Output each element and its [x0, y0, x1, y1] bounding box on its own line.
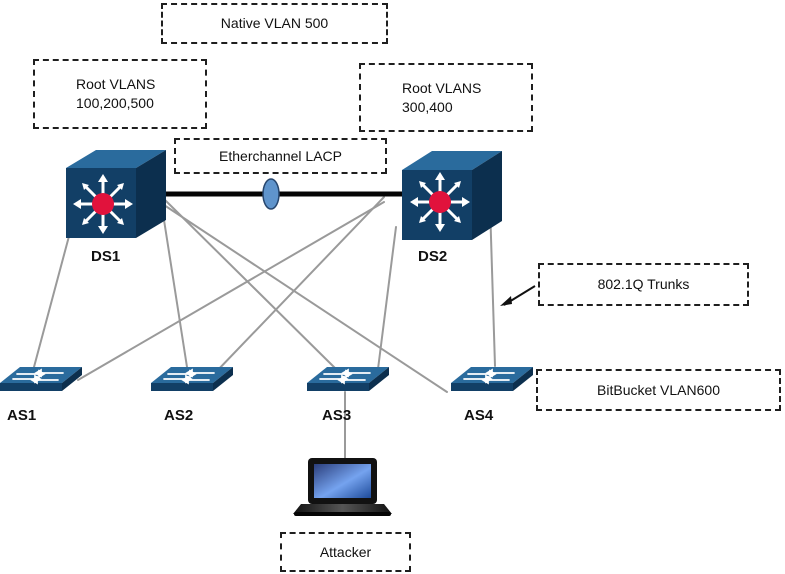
root-vlans-ds2-title: Root VLANS	[402, 79, 482, 96]
trunk-arrow	[500, 285, 536, 306]
multilayer-switch-icon-ds2	[402, 151, 502, 240]
attacker-text: Attacker	[319, 543, 372, 560]
bitbucket-note: BitBucket VLAN600	[536, 369, 781, 411]
etherchannel-bundle-icon	[262, 178, 280, 210]
as1-label: AS1	[7, 407, 37, 424]
link-ds2-as4	[489, 204, 496, 367]
switch-icon-as3	[307, 367, 389, 391]
attacker-note: Attacker	[280, 532, 411, 572]
switch-icon-as1	[0, 367, 82, 391]
root-vlans-ds1-note: Root VLANS 100,200,500	[33, 59, 207, 129]
link-ds1-as1	[33, 224, 73, 368]
ds2-label: DS2	[418, 248, 448, 265]
link-ds1-as2	[163, 219, 188, 368]
native-vlan-note: Native VLAN 500	[161, 3, 388, 44]
etherchannel-text: Etherchannel LACP	[219, 147, 342, 164]
trunks-note: 802.1Q Trunks	[538, 263, 749, 306]
root-vlans-ds2-values: 300,400	[402, 98, 453, 115]
ds1-label: DS1	[91, 248, 121, 265]
as2-label: AS2	[164, 407, 194, 424]
switch-icon-as4	[451, 367, 533, 391]
link-ds2-as2	[214, 196, 385, 374]
switch-icon-as2	[151, 367, 233, 391]
root-vlans-ds1-title: Root VLANS	[76, 76, 156, 92]
bitbucket-text: BitBucket VLAN600	[597, 381, 720, 398]
root-vlans-ds2-note: Root VLANS 300,400	[359, 63, 533, 132]
as4-label: AS4	[464, 407, 494, 424]
laptop-icon	[293, 458, 392, 516]
links	[33, 196, 496, 464]
etherchannel-note: Etherchannel LACP	[174, 138, 387, 174]
link-ds1-as3	[163, 198, 338, 371]
native-vlan-text: Native VLAN 500	[220, 15, 329, 31]
root-vlans-ds1-values: 100,200,500	[76, 95, 154, 111]
trunks-text: 802.1Q Trunks	[597, 276, 690, 292]
link-ds1-as4	[163, 204, 448, 393]
multilayer-switch-icon-ds1	[66, 150, 166, 238]
link-ds2-as3	[377, 226, 397, 370]
as3-label: AS3	[322, 407, 352, 424]
link-ds2-as1	[77, 201, 385, 381]
